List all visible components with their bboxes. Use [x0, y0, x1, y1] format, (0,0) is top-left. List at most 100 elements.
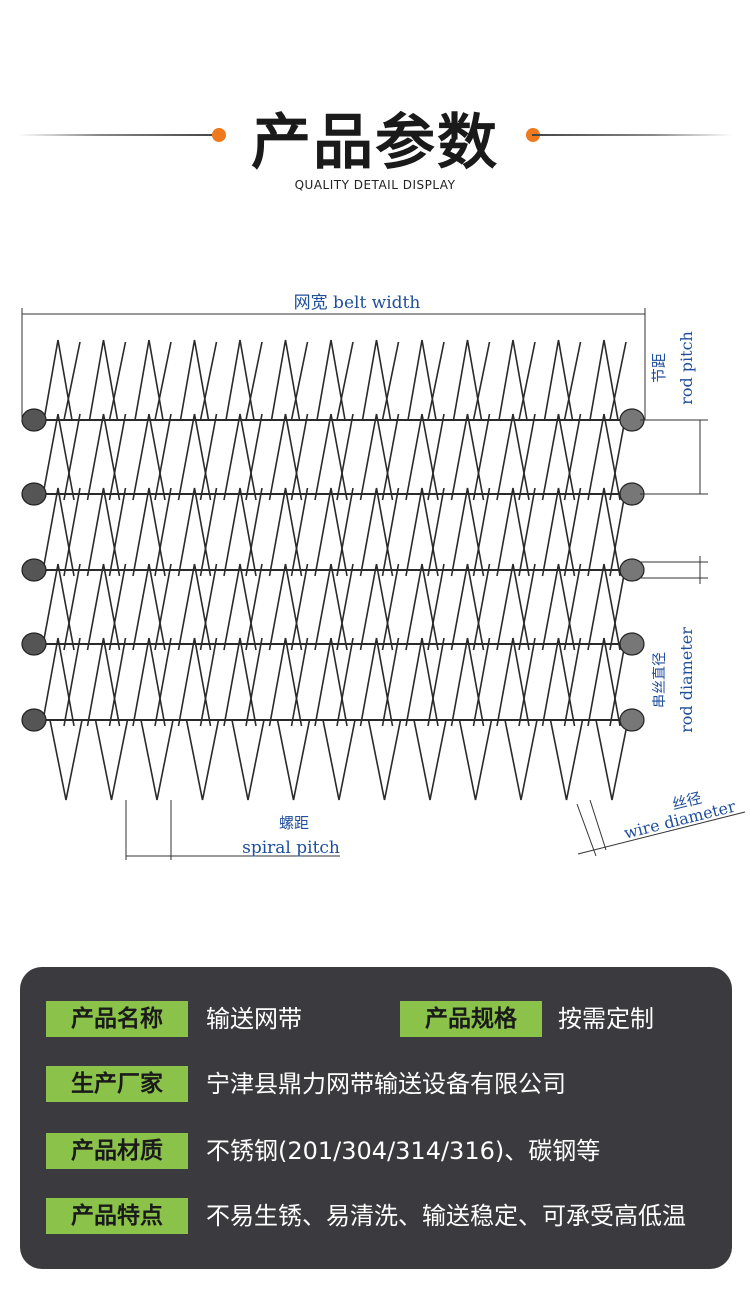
- wire-diameter-leader-a: [576, 803, 597, 857]
- mesh-spiral: [359, 487, 394, 577]
- mesh-spiral-cross: [381, 563, 400, 651]
- mesh-top-loop-inner: [609, 341, 627, 421]
- mesh-spiral-cross: [336, 637, 354, 727]
- mesh-spiral-cross: [609, 637, 627, 727]
- mesh-spiral: [496, 563, 530, 651]
- rod-pitch-en-label: rod pitch: [677, 331, 696, 405]
- mesh-spiral-cross: [108, 563, 127, 651]
- mesh-spiral: [405, 413, 439, 501]
- mesh-spiral: [450, 563, 485, 651]
- wire-diameter-dim: [577, 811, 746, 855]
- mesh-spiral: [177, 487, 212, 577]
- mesh-bottom-loop: [49, 719, 83, 801]
- mesh-top-loop: [589, 339, 619, 421]
- mesh-top-loop: [407, 339, 437, 421]
- mesh-spiral: [268, 413, 303, 501]
- mesh-top-loop-inner: [290, 341, 309, 421]
- mesh-spiral-cross: [381, 487, 400, 577]
- rod-end-left: [21, 708, 47, 732]
- mesh-bottom-loop: [185, 719, 220, 801]
- rod-end-right: [619, 558, 645, 582]
- mesh-spiral-cross: [563, 637, 582, 727]
- spec-row-features: 产品特点 不易生锈、易清洗、输送稳定、可承受高低温: [46, 1198, 726, 1234]
- mesh-bottom-loop: [549, 719, 584, 801]
- mesh-spiral-cross: [63, 563, 81, 651]
- mesh-bottom-loop: [231, 719, 265, 801]
- mesh-spiral-cross: [472, 637, 491, 727]
- mesh-top-loop-inner: [472, 341, 491, 421]
- mesh-spiral: [359, 413, 394, 501]
- mesh-spiral: [405, 637, 439, 727]
- mesh-spiral: [86, 487, 121, 577]
- mesh-top-loop: [498, 339, 528, 421]
- mesh-spiral: [541, 563, 576, 651]
- mesh-spiral-cross: [518, 563, 536, 651]
- mesh-spiral-cross: [518, 413, 536, 501]
- rod-end-left: [21, 558, 47, 582]
- mesh-spiral-cross: [154, 637, 172, 727]
- mesh-spiral-cross: [245, 413, 263, 501]
- mesh-spiral-cross: [108, 487, 127, 577]
- mesh-spiral-cross: [199, 413, 218, 501]
- mesh-spiral: [223, 563, 257, 651]
- mesh-bottom-loop: [322, 719, 356, 801]
- mesh-top-loop-inner: [154, 341, 172, 421]
- mesh-spiral-cross: [472, 487, 491, 577]
- mesh-spiral: [223, 413, 257, 501]
- mesh-bottom-loop: [504, 719, 538, 801]
- mesh-top-loop-inner: [199, 341, 218, 421]
- orange-dot-left: [212, 128, 226, 142]
- belt-width-label: 网宽 belt width: [294, 293, 421, 313]
- mesh-spiral-cross: [63, 637, 81, 727]
- mesh-top-loop-inner: [63, 341, 81, 421]
- mesh-spiral-cross: [609, 487, 627, 577]
- mesh-spiral: [314, 637, 348, 727]
- mesh-spiral-cross: [563, 563, 582, 651]
- wire-diameter-leader-b: [589, 799, 607, 851]
- mesh-spiral: [450, 413, 485, 501]
- mesh-spiral: [541, 637, 576, 727]
- mesh-spiral: [132, 563, 166, 651]
- mesh-spiral: [541, 413, 576, 501]
- mesh-bottom-loop: [367, 719, 402, 801]
- mesh-spiral: [587, 413, 621, 501]
- mesh-spiral-cross: [563, 413, 582, 501]
- mesh-spiral: [405, 487, 439, 577]
- mesh-spiral: [86, 563, 121, 651]
- mesh-spiral: [132, 487, 166, 577]
- mesh-spiral-cross: [245, 487, 263, 577]
- rod-end-left: [21, 482, 47, 506]
- mesh-spiral-cross: [63, 487, 81, 577]
- mesh-spiral-cross: [427, 563, 445, 651]
- rod-diameter-cn-label: 串丝直径: [651, 652, 668, 708]
- mesh-spiral-cross: [563, 487, 582, 577]
- manufacturer-value: 宁津县鼎力网带输送设备有限公司: [206, 1070, 566, 1098]
- wire-mesh-belt-diagram: 网宽 belt width 节距 rod pitch 串丝直径 rod diam…: [21, 293, 746, 860]
- features-tag: 产品特点: [46, 1198, 188, 1234]
- mesh-top-loop: [43, 339, 73, 421]
- mesh-spiral: [587, 563, 621, 651]
- mesh-top-loop: [270, 339, 301, 421]
- mesh-spiral: [41, 563, 75, 651]
- mesh-spiral-cross: [336, 487, 354, 577]
- mesh-spiral: [41, 413, 75, 501]
- spec-row-name: 产品名称 输送网带 产品规格 按需定制: [46, 1001, 726, 1037]
- rod-end-left: [21, 632, 47, 656]
- product-name-value: 输送网带: [206, 1005, 302, 1033]
- spec-row-material: 产品材质 不锈钢(201/304/314/316)、碳钢等: [46, 1133, 726, 1169]
- page-title: 产品参数: [251, 108, 499, 178]
- header: 产品参数: [0, 88, 750, 178]
- mesh-spiral-cross: [108, 637, 127, 727]
- mesh-spiral: [541, 487, 576, 577]
- material-value: 不锈钢(201/304/314/316)、碳钢等: [206, 1137, 601, 1165]
- mesh-spiral-cross: [381, 413, 400, 501]
- rod-diameter-en-label: rod diameter: [677, 627, 696, 733]
- mesh-top-loop: [134, 339, 164, 421]
- mesh-spiral: [405, 563, 439, 651]
- mesh-spiral-cross: [336, 413, 354, 501]
- mesh-spiral: [450, 487, 485, 577]
- product-spec-tag: 产品规格: [400, 1001, 542, 1037]
- mesh-spiral: [86, 637, 121, 727]
- mesh-top-loop: [88, 339, 119, 421]
- mesh-top-loop: [225, 339, 255, 421]
